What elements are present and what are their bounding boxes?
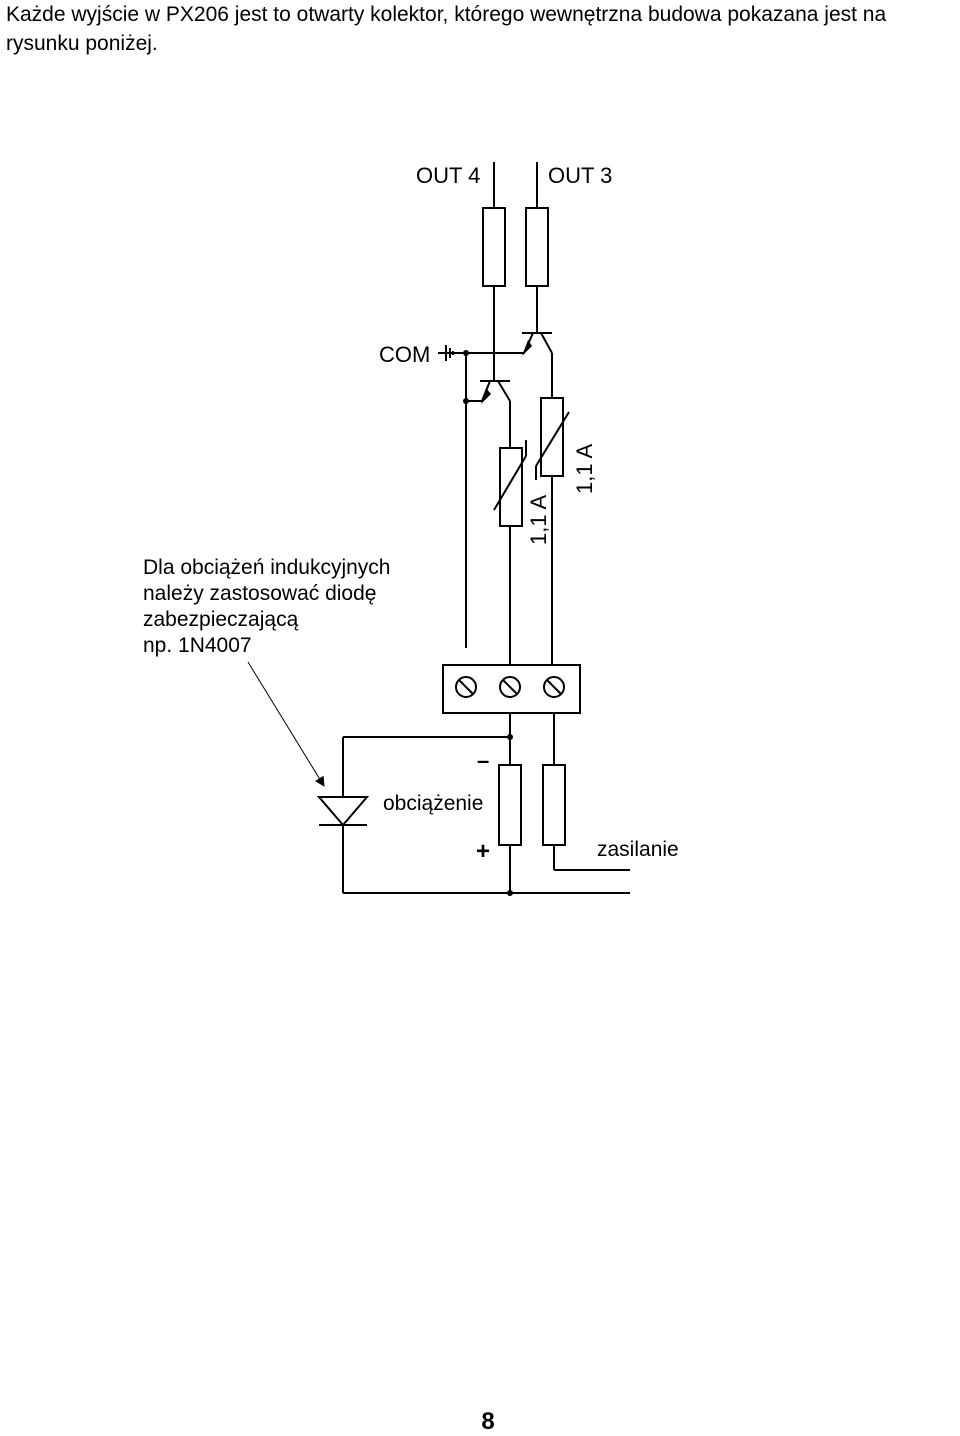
transistor-out4 — [480, 380, 511, 404]
supply-resistor — [542, 764, 566, 846]
out4-resistor — [482, 207, 506, 287]
out3-resistor — [525, 207, 549, 287]
note-arrow — [247, 661, 325, 787]
fuse1-rating: 1,1 A — [526, 495, 551, 545]
minus-sign: – — [477, 748, 489, 773]
intro-paragraph: Każde wyjście w PX206 jest to otwarty ko… — [6, 3, 887, 55]
note-line-3: zabezpieczającą — [143, 608, 299, 631]
ptc-fuse-2 — [535, 397, 570, 480]
transistor-out3 — [522, 332, 553, 356]
load-resistor — [498, 764, 522, 846]
out4-label: OUT 4 — [416, 163, 480, 188]
note-line-2: należy zastosować diodę — [143, 582, 377, 605]
note-line-4: np. 1N4007 — [143, 634, 252, 657]
com-node-1 — [463, 350, 469, 356]
page-number: 8 — [481, 1408, 495, 1435]
diode-node-bottom — [507, 890, 513, 896]
com-label: COM — [379, 342, 430, 367]
plus-sign: + — [476, 838, 490, 865]
fuse2-rating: 1,1 A — [572, 444, 597, 494]
ptc-fuse-1 — [493, 440, 527, 527]
diode-icon — [316, 796, 370, 827]
terminal-block — [442, 664, 581, 714]
com-node-2 — [463, 398, 469, 404]
load-label: obciążenie — [383, 792, 483, 815]
supply-label: zasilanie — [597, 838, 679, 861]
out3-label: OUT 3 — [548, 163, 612, 188]
inductive-load-note: Dla obciążeń indukcyjnych należy zastoso… — [143, 555, 443, 659]
note-line-1: Dla obciążeń indukcyjnych — [143, 556, 391, 579]
